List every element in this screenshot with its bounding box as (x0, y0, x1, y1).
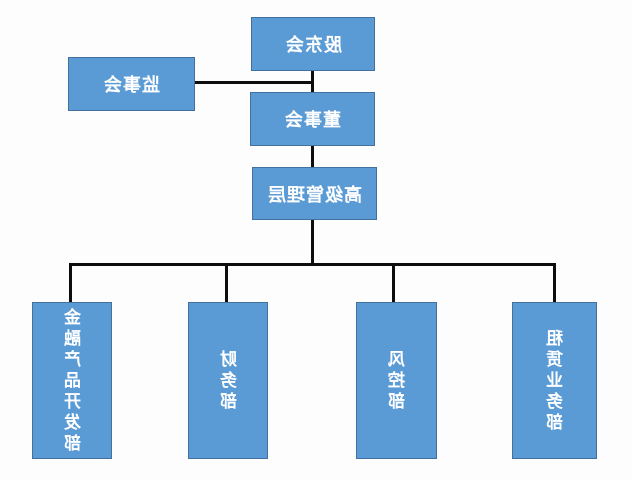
connector-supervisory-branch (195, 81, 314, 84)
connector-departments-horizontal (69, 263, 556, 266)
connector-board-to-senior-management (311, 146, 314, 167)
node-supervisory-board-label: 监事会 (103, 75, 160, 95)
connector-drop-leasing (553, 263, 556, 302)
node-leasing-business-dept: 租赁业务部 (512, 302, 597, 459)
node-risk-control-dept-label: 风控部 (388, 350, 405, 411)
node-shareholders-meeting-label: 股东会 (284, 35, 342, 55)
connector-drop-finance (225, 263, 228, 302)
node-board-of-directors-label: 董事会 (284, 110, 341, 130)
connector-senior-management-down (311, 220, 314, 263)
connector-drop-financial-product-dev (69, 263, 72, 302)
node-leasing-business-dept-label: 租赁业务部 (546, 329, 563, 432)
node-senior-management-label: 高级管理层 (267, 184, 362, 205)
node-board-of-directors: 董事会 (250, 92, 375, 146)
node-finance-dept-label: 财务部 (219, 350, 237, 411)
node-shareholders-meeting: 股东会 (251, 17, 375, 71)
node-financial-product-dev-dept: 金融产品开发部 (32, 302, 112, 459)
node-financial-product-dev-dept-label: 金融产品开发部 (63, 308, 81, 453)
connector-drop-risk-control (392, 263, 395, 302)
node-senior-management: 高级管理层 (252, 167, 377, 220)
node-finance-dept: 财务部 (188, 302, 268, 459)
node-supervisory-board: 监事会 (68, 57, 195, 111)
node-risk-control-dept: 风控部 (356, 302, 437, 459)
